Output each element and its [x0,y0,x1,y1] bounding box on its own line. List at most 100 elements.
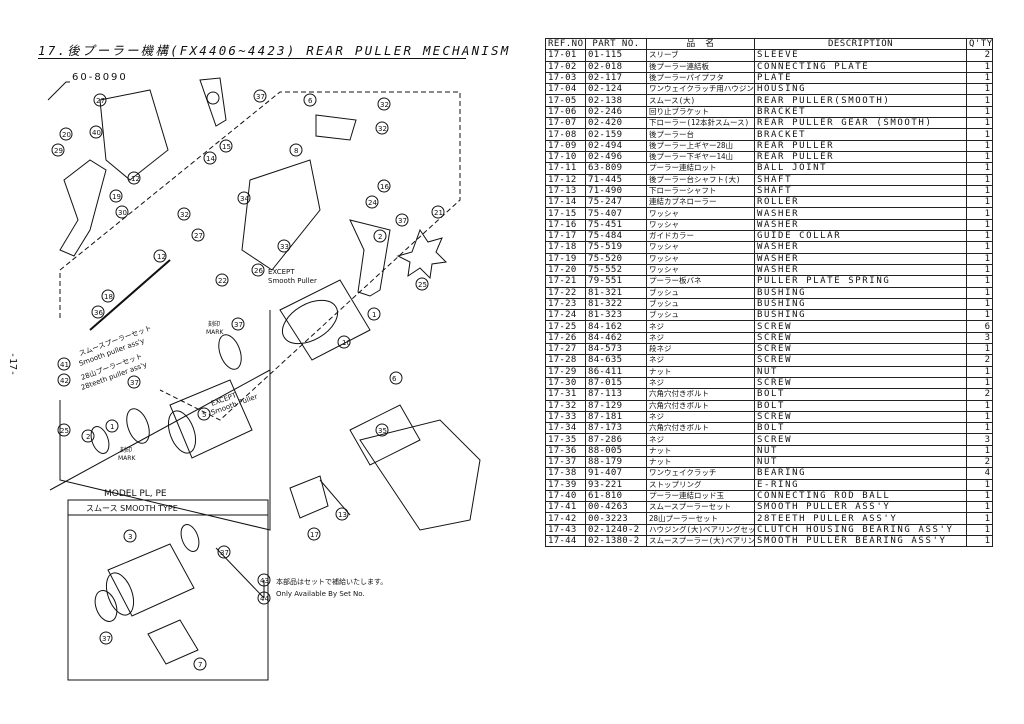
callout-label: 40 [92,129,101,137]
callout-label: 26 [254,267,263,275]
callout-label: 37 [256,93,265,101]
description-cell: NUT [754,455,967,469]
name-jp-cell: ワンウェイクラッチ用ハウジング(大) [646,83,755,96]
ref-no-cell: 17-37 [545,455,586,469]
description-cell: BUSHING [754,309,967,322]
roller-7 [147,619,199,665]
name-jp-cell: スムースプーラーセット [646,501,755,514]
part-no-cell: 02-018 [585,60,647,73]
roller-10 [349,404,421,466]
callout-label: 14 [206,155,215,163]
col-qty: Q'TY [966,37,993,51]
qty-cell: 1 [966,230,993,243]
ref-no-cell: 17-38 [545,467,586,480]
set-note-jp: 本部品はセットで補給いたします。 [276,577,387,586]
part-no-cell: 63-809 [585,162,647,175]
description-cell: BUSHING [754,297,967,311]
description-cell: REAR PULLER GEAR (SMOOTH) [754,117,967,130]
name-jp-cell: ナット [646,455,755,469]
description-cell: E-RING [754,478,967,491]
col-part-no: PART NO. [585,37,647,51]
description-cell: NUT [754,444,967,457]
callout-label: 32 [180,211,189,219]
part-no-cell: 87-129 [585,399,647,412]
exploded-parts-diagram: 60-8090 27 40 20 29 12 19 30 14 [47,72,481,681]
name-jp-cell: プーラー板バネ [646,275,755,288]
qty-cell: 1 [966,128,993,141]
ref-no-cell: 17-29 [545,365,586,378]
part-no-cell: 88-005 [585,444,647,457]
ref-no-cell: 17-01 [545,49,586,62]
qty-cell: 4 [966,467,993,480]
callout-label: 32 [378,125,387,133]
callout-label: 8 [294,147,298,155]
ref-no-cell: 17-34 [545,422,586,435]
part-no-cell: 84-635 [585,354,647,367]
qty-cell: 3 [966,331,993,345]
part-no-cell: 93-221 [585,478,647,491]
qty-cell: 1 [966,263,993,277]
callout-label: 25 [60,427,69,435]
except-label: Smooth Puller [268,277,317,285]
name-jp-cell: ネジ [646,376,755,390]
qty-cell: 1 [966,275,993,288]
callout-label: 37 [398,217,407,225]
callout-label: 20 [62,131,71,139]
col-name-jp: 品 名 [646,37,755,51]
part-no-cell: 87-015 [585,376,647,390]
qty-cell: 1 [966,286,993,299]
part-no-cell: 01-115 [585,49,647,62]
ref-no-cell: 17-28 [545,354,586,367]
ref-no-cell: 17-16 [545,218,586,232]
callout-label: 10 [342,339,351,347]
qty-cell: 1 [966,218,993,232]
qty-cell: 1 [966,422,993,435]
qty-cell: 1 [966,535,993,548]
plate-part [315,114,357,141]
ref-no-cell: 17-44 [545,535,586,548]
title-underline [38,58,466,59]
ref-no-cell: 17-27 [545,343,586,356]
ref-no-cell: 17-24 [545,309,586,322]
smooth-type-box [67,499,269,681]
name-jp-cell: ワンウェイクラッチ [646,467,755,480]
qty-cell: 1 [966,410,993,424]
part-no-cell: 71-490 [585,184,647,198]
ref-no-cell: 17-35 [545,433,586,446]
name-jp-cell: 回り止ブラケット [646,105,755,119]
qty-cell: 1 [966,297,993,311]
qty-cell: 2 [966,354,993,367]
callout-label: 29 [54,147,63,155]
name-jp-cell: ワッシャ [646,207,755,220]
ref-no-cell: 17-08 [545,128,586,141]
ref-no-cell: 17-31 [545,388,586,401]
callout-label: 2 [86,433,90,441]
callout-label: 37 [234,321,243,329]
callout-label: 27 [194,232,203,240]
ref-no-cell: 17-39 [545,478,586,491]
callout-label: 25 [418,281,427,289]
machine-frame [359,419,481,531]
leader-line [47,81,70,101]
part-no-cell: 02-138 [585,94,647,107]
callout-label: 7 [198,661,202,669]
callout-label: 24 [368,199,377,207]
part-no-cell: 75-519 [585,241,647,254]
ref-no-cell: 17-23 [545,297,586,311]
parts-list-table: REF.NO. PART NO. 品 名 DESCRIPTION Q'TY 17… [545,37,993,548]
model-label: MODEL PL, PE [104,489,167,499]
qty-cell: 1 [966,478,993,491]
